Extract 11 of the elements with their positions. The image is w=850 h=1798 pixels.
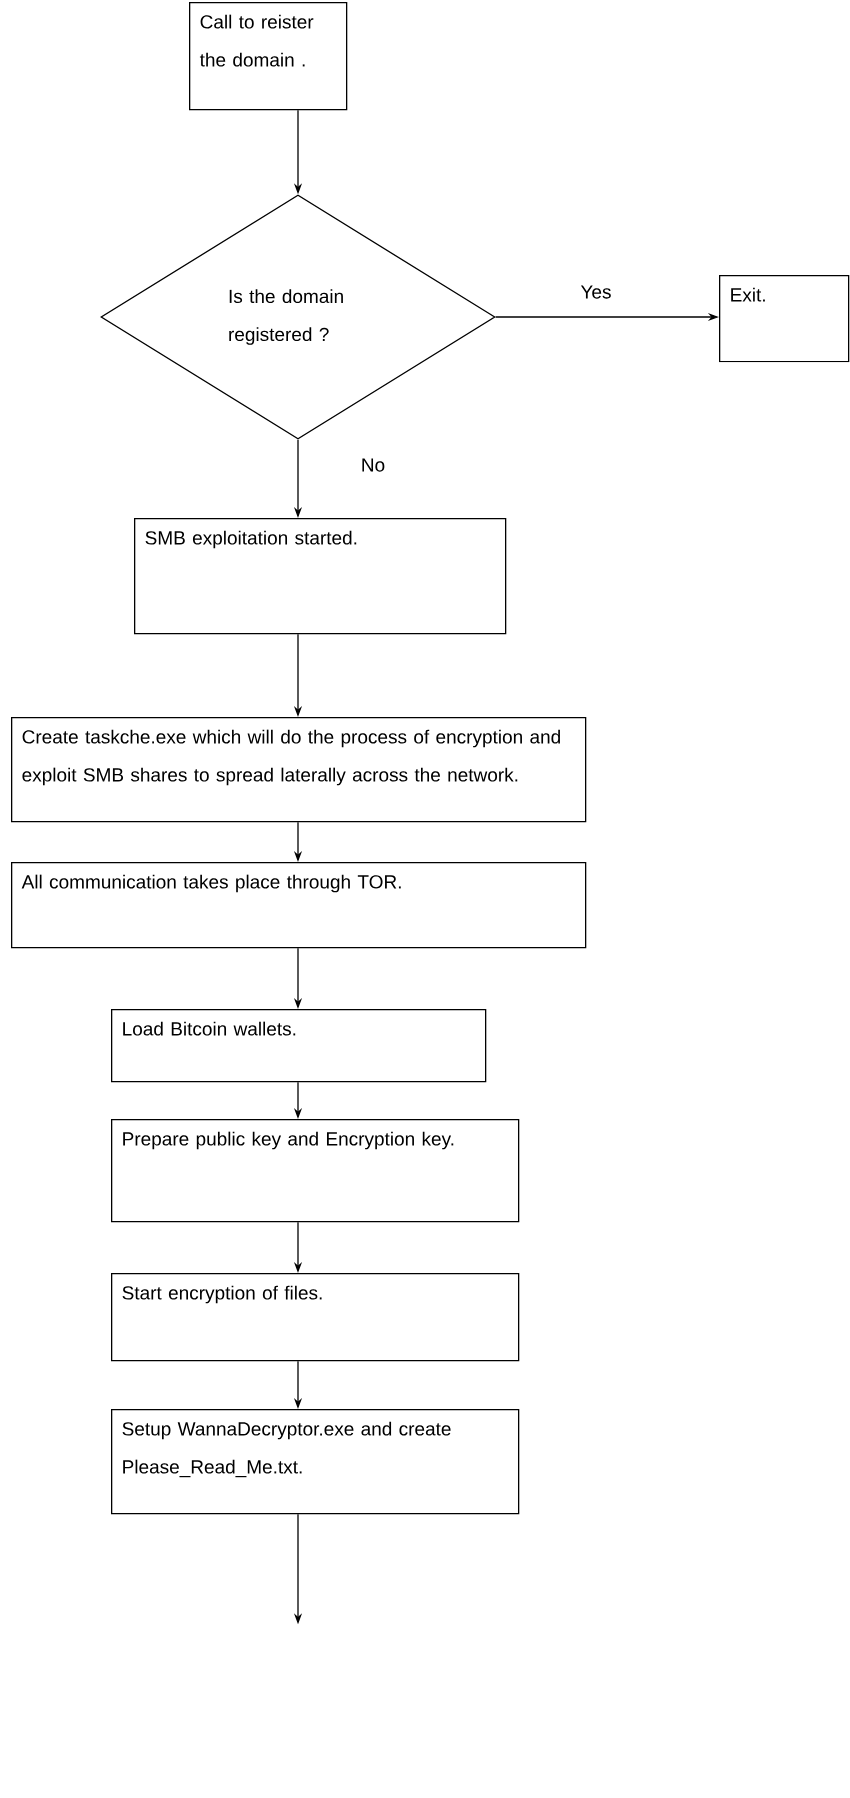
- process-box: Setup WannaDecryptor.exe and create Please_Read_Me.txt.: [111, 1409, 520, 1515]
- process-box: Prepare public key and Encryption key.: [111, 1119, 520, 1223]
- process-box: Start encryption of files.: [111, 1273, 520, 1362]
- process-box: All communication takes place through TOR.: [11, 862, 587, 949]
- process-box: Create taskche.exe which will do the process of encryption and exploit SMB shares to spread laterally across the network.: [11, 717, 587, 823]
- process-box: Exit.: [719, 275, 850, 363]
- process-box: Load Bitcoin wallets.: [111, 1009, 487, 1083]
- process-box: SMB exploitation started.: [134, 518, 507, 635]
- edge-label: Yes: [578, 283, 614, 301]
- edge-label: No: [358, 456, 388, 474]
- process-box: Call to reister the domain .: [189, 2, 348, 111]
